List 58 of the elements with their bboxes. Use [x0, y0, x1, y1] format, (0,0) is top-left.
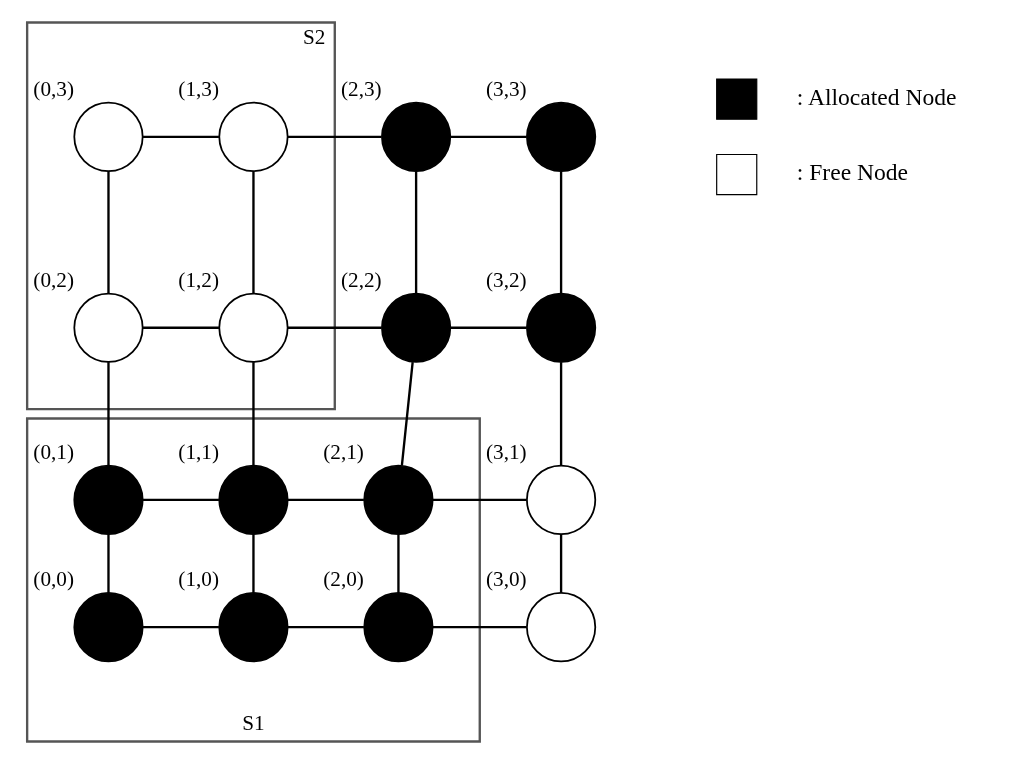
connector [559, 362, 562, 466]
node-label: (0,0) [32, 567, 74, 592]
connector [396, 534, 400, 593]
node-label: (3,2) [485, 268, 527, 292]
connector [142, 498, 219, 502]
node-circle [380, 101, 451, 172]
connector [251, 362, 255, 466]
node-label: (1,1) [177, 440, 219, 465]
connector [251, 171, 255, 294]
connector [106, 171, 110, 294]
node-label: (1,2) [177, 268, 219, 292]
connector [287, 626, 364, 629]
node-circle [217, 101, 289, 172]
node-circle [72, 101, 144, 172]
node-label: (2,1) [322, 440, 364, 465]
connector [106, 362, 110, 466]
connector [400, 361, 414, 466]
node-circle [362, 464, 433, 535]
node-circle [72, 464, 144, 535]
legend-label: : Free Node [796, 159, 908, 186]
connector [432, 498, 526, 502]
connector [287, 326, 381, 329]
node-label: (3,1) [485, 440, 527, 465]
node-label: (3,3) [485, 77, 527, 102]
node-circle [217, 592, 289, 663]
connector [142, 326, 219, 329]
node-label: (0,2) [32, 268, 74, 292]
connector [432, 626, 526, 629]
node-label: (2,0) [322, 567, 364, 592]
connector [287, 498, 364, 502]
node-circle [362, 592, 433, 663]
node-circle [72, 592, 144, 663]
node-label: (3,0) [485, 567, 527, 592]
node-circle [525, 592, 596, 663]
node-circle [525, 292, 596, 363]
node-circle [72, 292, 144, 363]
node-label: (2,3) [340, 77, 382, 102]
node-circle [380, 292, 451, 363]
connector [450, 135, 527, 138]
node-circle [217, 464, 289, 535]
node-label: (0,1) [32, 440, 74, 465]
connector [559, 534, 562, 593]
connector [450, 326, 527, 329]
node-circle [525, 464, 596, 535]
node-label: (0,3) [32, 77, 74, 102]
node-label: (1,0) [177, 567, 219, 592]
node-circle [217, 292, 289, 363]
connector [142, 135, 219, 138]
connector [142, 626, 219, 629]
node-label: (1,3) [177, 77, 219, 102]
connector [251, 534, 255, 593]
legend-label: : Allocated Node [796, 84, 956, 111]
connector [414, 171, 417, 294]
node-label: (2,2) [340, 268, 382, 292]
node-circle [525, 101, 596, 172]
connector [559, 171, 562, 294]
connector [287, 135, 381, 138]
connector [106, 534, 110, 593]
